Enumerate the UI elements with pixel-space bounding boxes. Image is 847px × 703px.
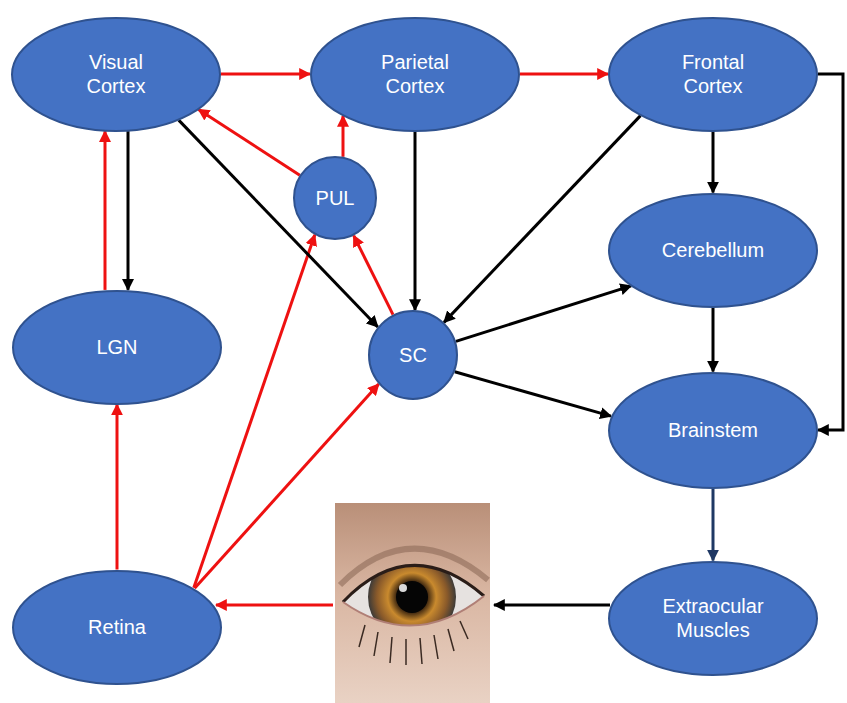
eye-photo (335, 503, 490, 703)
node-outline (11, 17, 221, 132)
node-label: Frontal Cortex (658, 50, 768, 98)
node-shape (13, 571, 221, 684)
node-text-group: Frontal Cortex (658, 50, 768, 98)
brain-area-ellipse: Parietal Cortex (310, 17, 520, 132)
pathway-arrow (414, 132, 417, 311)
eye-to-retina-arrow (216, 604, 333, 607)
pathway-arrow (455, 372, 611, 416)
node-label: Visual Cortex (61, 50, 171, 98)
node-text-group: Cerebellum (662, 238, 764, 262)
node-label: PUL (316, 186, 355, 210)
node-label: LGN (96, 335, 137, 359)
brain-area-ellipse: Retina (12, 570, 222, 685)
node-shape (311, 18, 519, 131)
node-label: Brainstem (668, 418, 758, 442)
pathway-arrow (520, 73, 608, 76)
nucleus-circle: SC (368, 310, 458, 400)
pathway-arrow (712, 132, 715, 193)
brain-area-ellipse: Visual Cortex (11, 17, 221, 132)
pathway-arrow (127, 131, 130, 290)
node-outline (310, 17, 520, 132)
node-shape (294, 157, 376, 239)
pathway-arrow (342, 116, 345, 157)
pathway-arrow (179, 120, 378, 327)
pupil (396, 581, 428, 613)
node-label: Extraocular Muscles (658, 594, 768, 642)
pathway-arrow (712, 489, 715, 561)
upper-lid (343, 565, 484, 602)
nucleus-circle: PUL (293, 156, 377, 240)
node-shape (369, 311, 457, 399)
node-label: Cerebellum (662, 238, 764, 262)
node-label: Parietal Cortex (360, 50, 470, 98)
highlight (399, 584, 407, 592)
pathway-arrow (194, 235, 315, 588)
node-outline (608, 17, 818, 132)
node-text-group: Brainstem (668, 418, 758, 442)
node-shape (609, 194, 817, 307)
node-shape (13, 291, 221, 404)
pathway-arrow (354, 236, 393, 315)
node-text-group: Extraocular Muscles (658, 594, 768, 642)
node-text-group: Parietal Cortex (360, 50, 470, 98)
pathway-arrow (104, 131, 107, 290)
pathway-arrow (712, 308, 715, 372)
node-text-group: PUL (316, 186, 355, 210)
brain-area-ellipse: Frontal Cortex (608, 17, 818, 132)
pathway-arrow (456, 286, 631, 342)
pathway-arrow (221, 73, 310, 76)
node-label: Retina (88, 615, 146, 639)
node-shape (609, 562, 817, 675)
lashes (359, 621, 468, 665)
node-text-group: LGN (96, 335, 137, 359)
node-text-group: Visual Cortex (61, 50, 171, 98)
brain-area-ellipse: LGN (12, 290, 222, 405)
brain-area-ellipse: Cerebellum (608, 193, 818, 308)
brain-area-ellipse: Brainstem (608, 372, 818, 489)
pathway-arrow (199, 110, 300, 176)
node-label: SC (399, 343, 427, 367)
brain-area-ellipse: Extraocular Muscles (608, 561, 818, 676)
node-shape (12, 18, 220, 131)
node-shape (609, 18, 817, 131)
pathway-arrow (195, 384, 379, 588)
node-shape (609, 373, 817, 488)
node-text-group: SC (399, 343, 427, 367)
pathway-arrow (116, 405, 119, 570)
muscle-to-eye-arrow (494, 604, 610, 607)
lower-lid (343, 596, 484, 626)
node-text-group: Retina (88, 615, 146, 639)
node-outline (608, 561, 818, 676)
pathway-arrow (818, 74, 843, 430)
